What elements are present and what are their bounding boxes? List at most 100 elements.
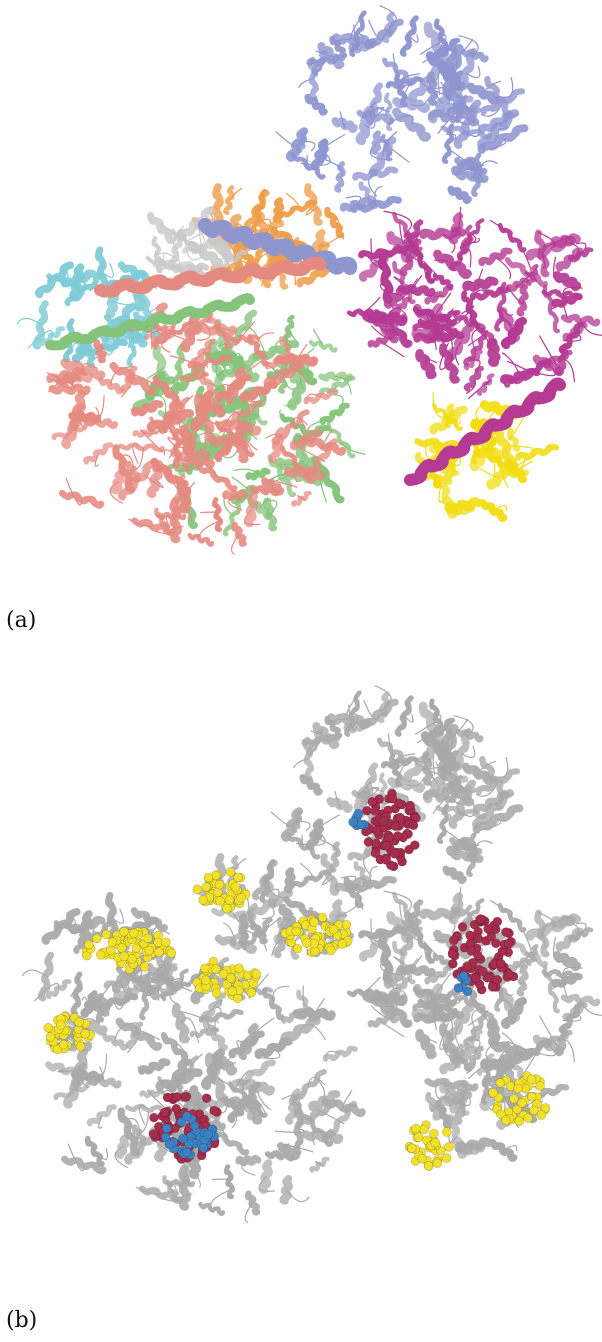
ribbon-segment (432, 952, 454, 970)
loop-segment (449, 149, 477, 172)
loop-segment (501, 352, 521, 377)
helix-salmon (94, 256, 326, 298)
ribbon-segment (463, 334, 488, 367)
loop-segment (183, 481, 195, 498)
atom-sphere (487, 982, 498, 992)
loop-segment (128, 518, 155, 527)
ribbon-segment (204, 1052, 227, 1102)
ribbon-segment (504, 257, 549, 288)
loop-segment (436, 39, 445, 57)
loop-segment (65, 477, 83, 506)
loop-segment (399, 221, 408, 244)
ribbon-segment (536, 1029, 573, 1050)
loop-segment (499, 462, 509, 489)
ribbon-segment (480, 1058, 510, 1071)
ribbon-segment (383, 286, 407, 309)
atom-sphere (488, 1087, 498, 1098)
ribbon-segment (344, 690, 362, 737)
loop-segment (299, 862, 314, 881)
ribbon-segment (463, 365, 484, 392)
loop-segment (114, 1145, 128, 1169)
loop-segment (243, 923, 250, 947)
loop-segment (425, 358, 437, 365)
atom-sphere (529, 1105, 539, 1116)
loop-segment (244, 1202, 254, 1224)
atom-sphere (154, 947, 164, 957)
atom-sphere (473, 933, 483, 944)
loop-segment (162, 1187, 179, 1202)
loop-segment (448, 1116, 458, 1143)
helix-periwinkle (198, 218, 358, 275)
loop-segment (211, 1178, 232, 1183)
loop-segment (424, 294, 444, 298)
ribbon-segment (131, 400, 164, 417)
ribbon-segment (299, 773, 323, 796)
atom-sphere (491, 938, 501, 949)
atom-sphere (224, 895, 235, 905)
loop-segment (399, 901, 408, 924)
ribbon-segment (403, 741, 441, 783)
ribbon-segment (472, 788, 515, 830)
atom-sphere (309, 917, 319, 928)
loop-segment (282, 1144, 314, 1153)
loop-segment (410, 275, 423, 294)
loop-segment (259, 497, 272, 509)
ribbon-segment (358, 246, 407, 260)
atom-sphere (52, 1044, 63, 1055)
atom-sphere (457, 922, 468, 932)
loop-segment (70, 984, 80, 998)
atom-sphere (198, 1143, 209, 1153)
loop-segment (207, 403, 225, 411)
ribbon-segment (552, 951, 582, 972)
ribbon-segment (307, 56, 319, 101)
ribbon-segment (117, 1107, 141, 1156)
loop-segment (258, 1175, 276, 1192)
loop-segment (420, 80, 450, 98)
loop-segment (241, 391, 266, 403)
chain-gray-1 (270, 685, 524, 894)
atom-sphere (509, 1093, 519, 1104)
ribbon-segment (463, 1045, 484, 1072)
loop-segment (456, 886, 462, 913)
atom-sphere (181, 1111, 192, 1121)
loop-segment (67, 1143, 85, 1172)
ribbon-segment (105, 891, 119, 944)
loop-segment (143, 914, 170, 935)
loop-segment (467, 379, 491, 400)
atom-sphere (535, 1081, 545, 1091)
loop-segment (515, 267, 538, 289)
atom-sphere (75, 1041, 86, 1052)
atom-sphere (200, 963, 210, 974)
loop-segment (439, 1022, 451, 1050)
loop-segment (563, 286, 583, 302)
ribbon-segment (183, 448, 211, 460)
loop-segment (285, 192, 300, 211)
ribbon-segment (551, 972, 583, 988)
ribbon-segment (309, 1156, 330, 1173)
ribbon-segment (138, 1058, 171, 1075)
loop-segment (480, 100, 504, 117)
ribbon-segment (397, 964, 436, 978)
loop-segment (219, 411, 241, 434)
loop-segment (228, 494, 243, 511)
loop-segment (497, 125, 509, 130)
ribbon-segment (372, 309, 413, 349)
loop-segment (349, 713, 359, 731)
loop-segment (81, 996, 91, 1006)
loop-segment (444, 829, 472, 852)
ribbon-segment (178, 479, 192, 514)
loop-segment (199, 511, 220, 516)
loop-segment (367, 106, 385, 118)
atom-sphere (234, 963, 244, 974)
loop-segment (127, 1033, 140, 1054)
loop-segment (368, 19, 385, 41)
ribbon-segment (394, 695, 414, 737)
ligand-crimson-2 (447, 914, 519, 995)
atom-sphere (139, 962, 150, 972)
loop-segment (521, 928, 533, 956)
ribbon-segment (296, 989, 317, 1023)
atom-sphere (367, 797, 378, 807)
loop-segment (441, 34, 447, 43)
loop-segment (98, 1066, 105, 1083)
loop-segment (241, 1160, 256, 1176)
